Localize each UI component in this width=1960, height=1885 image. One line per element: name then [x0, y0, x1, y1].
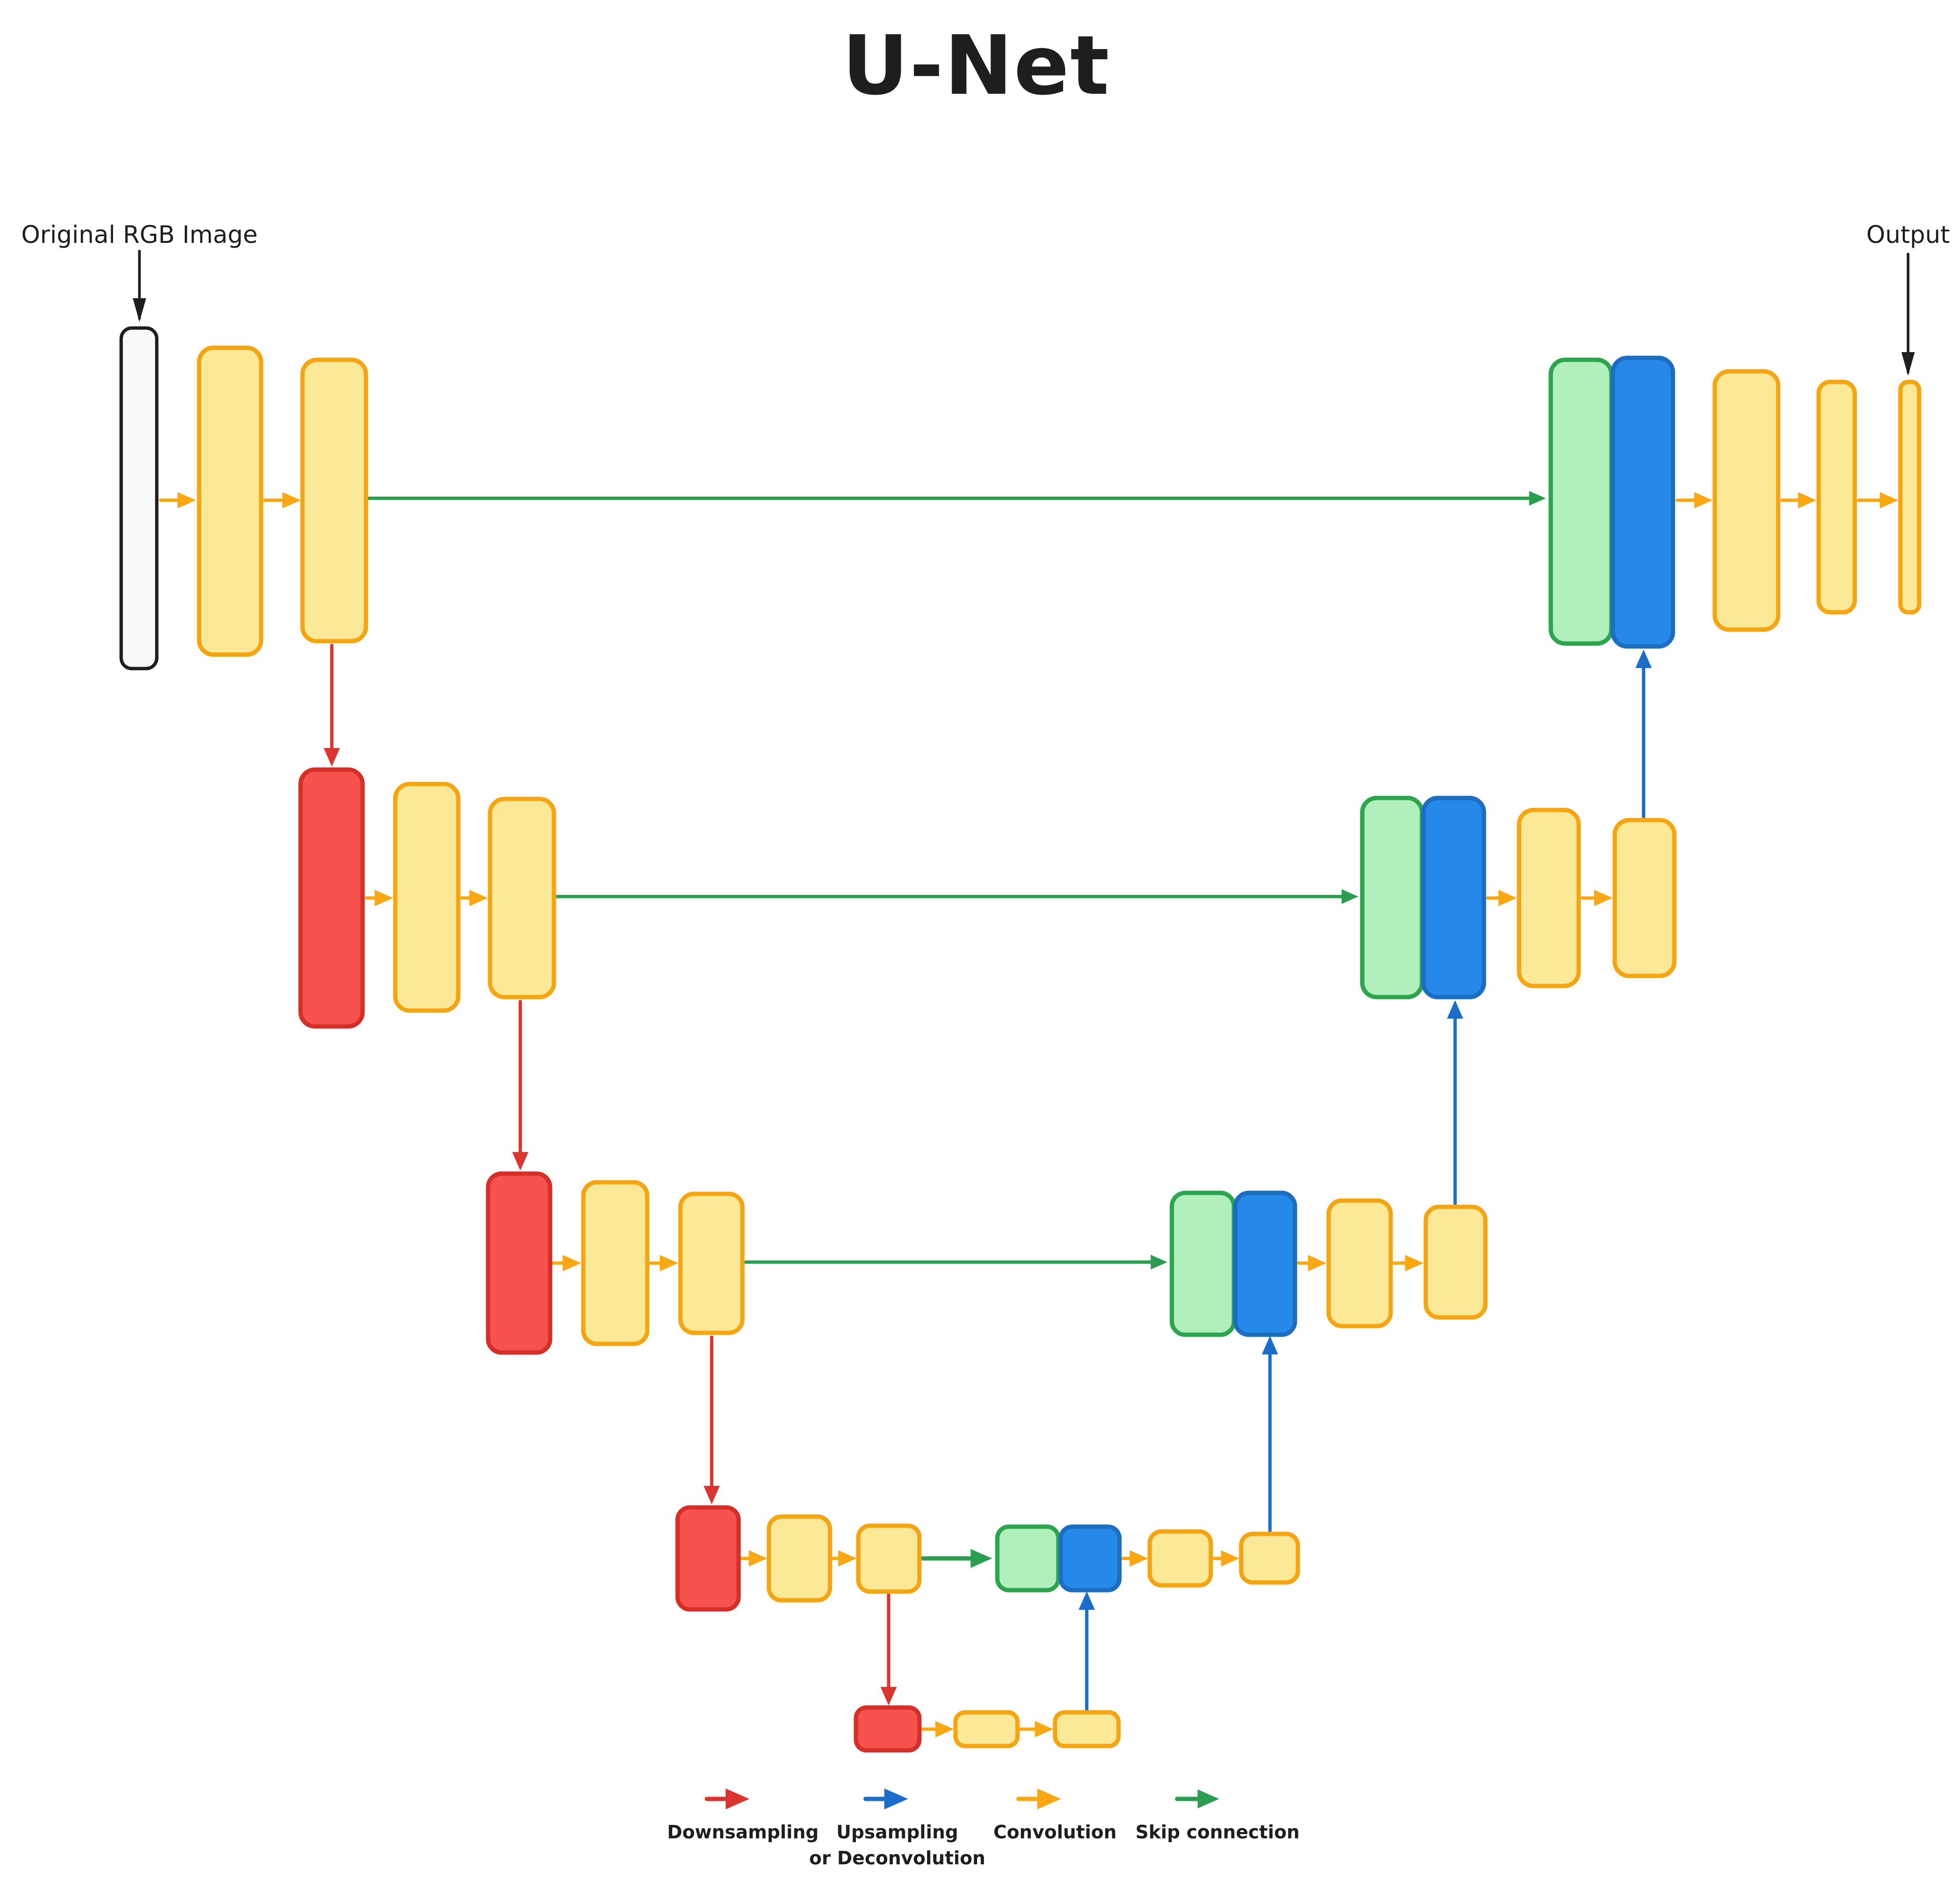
- level-4-arrows: [740, 1336, 1278, 1706]
- level-1-arrows: [159, 491, 1898, 767]
- legend-label-downsampling: Downsampling: [667, 1822, 818, 1843]
- decoder-level-3-blocks: [1169, 1190, 1488, 1337]
- bottleneck-blocks: [854, 1705, 1121, 1753]
- downsample-block: [854, 1705, 922, 1753]
- downsample-block: [298, 767, 365, 1029]
- conv-feature-block: [766, 1514, 832, 1603]
- decoder-level-4-blocks: [995, 1524, 1300, 1593]
- downsample-block: [675, 1505, 741, 1612]
- encoder-level-3-blocks: [486, 1171, 745, 1355]
- upsampled-feature-block: [1233, 1190, 1297, 1337]
- legend-label-skip-connection: Skip connection: [1135, 1822, 1299, 1843]
- decoder-level-2-blocks: [1360, 796, 1677, 999]
- input-label: Original RGB Image: [21, 221, 258, 249]
- conv-feature-block: [678, 1191, 745, 1335]
- diagram-title: U-Net: [842, 18, 1110, 114]
- legend: Downsampling Upsampling or Deconvolution…: [667, 1788, 1300, 1869]
- legend-label-upsampling: Upsampling: [836, 1822, 958, 1843]
- level-2-arrows: [364, 649, 1652, 1171]
- encoder-level-2-blocks: [298, 767, 556, 1029]
- conv-feature-block: [197, 345, 264, 657]
- conv-feature-block: [1712, 369, 1781, 632]
- conv-feature-block: [1147, 1529, 1213, 1588]
- legend-label-upsampling-line2: or Deconvolution: [809, 1847, 985, 1869]
- skip-feature-block: [1548, 357, 1614, 646]
- conv-feature-block: [1816, 380, 1857, 615]
- upsampled-feature-block: [1058, 1524, 1122, 1593]
- skip-feature-block: [1360, 796, 1424, 999]
- encoder-level-1-blocks: [119, 326, 368, 671]
- conv-feature-block: [581, 1180, 650, 1346]
- conv-feature-block: [953, 1710, 1020, 1748]
- output-label: Output: [1866, 221, 1950, 249]
- encoder-level-4-blocks: [675, 1505, 922, 1612]
- upsampled-feature-block: [1421, 796, 1486, 999]
- legend-label-convolution: Convolution: [993, 1822, 1117, 1843]
- conv-feature-block: [488, 797, 556, 999]
- conv-feature-block: [1612, 818, 1677, 978]
- conv-feature-block: [856, 1523, 922, 1594]
- conv-feature-block: [1517, 808, 1581, 988]
- conv-feature-block: [1326, 1198, 1393, 1328]
- decoder-level-1-blocks: [1548, 355, 1922, 649]
- conv-feature-block: [1423, 1204, 1488, 1320]
- downsample-block: [486, 1171, 553, 1355]
- conv-feature-block: [393, 782, 461, 1013]
- upsampled-feature-block: [1610, 355, 1675, 649]
- input-image-block: [119, 326, 159, 671]
- conv-feature-block: [300, 357, 368, 644]
- level-5-arrows: [921, 1591, 1095, 1737]
- output-block: [1898, 380, 1922, 615]
- conv-feature-block: [1053, 1710, 1121, 1748]
- skip-feature-block: [1169, 1190, 1236, 1337]
- skip-feature-block: [995, 1524, 1061, 1593]
- conv-feature-block: [1239, 1531, 1300, 1585]
- level-3-arrows: [552, 1000, 1463, 1505]
